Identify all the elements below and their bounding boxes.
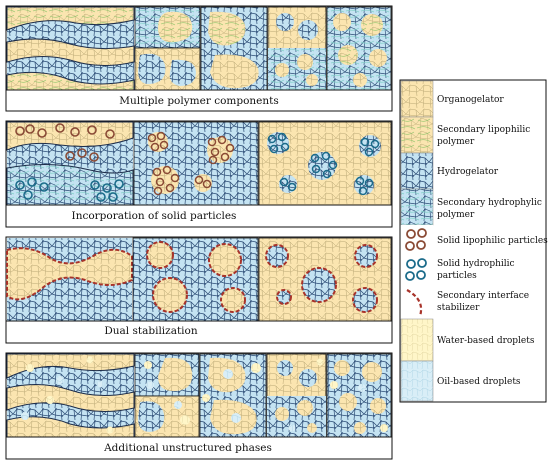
caption-multiple-polymer: Multiple polymer components [119,95,279,107]
legend-label: Secondary hydrophylic [437,198,542,208]
caption-dual-stabilization: Dual stabilization [104,325,197,337]
legend-item-solid-lipophilic: Solid lipophilic particles [401,225,548,255]
legend-item-organogelator: Organogelator [400,80,504,118]
caption-unstructured-phases: Additional unstructured phases [103,442,272,454]
svg-text:Secondary interface: Secondary interface [437,291,529,301]
legend-label: Secondary interface [437,291,529,301]
legend-label: Solid hydrophilic [437,259,515,269]
solid-lipophilic-particles-icon [405,228,427,251]
legend-label: Secondary lipophilic [437,125,530,135]
row2-cell-lipophilic [133,121,259,206]
panel-unstructured-phases: Additional unstructured phases [5,352,393,460]
svg-text:Oil-based droplets: Oil-based droplets [437,377,521,387]
row3-cell-water-droplets [258,237,392,322]
legend-label: polymer [437,137,475,147]
svg-text:Hydrogelator: Hydrogelator [437,167,499,177]
svg-text:Solid lipophilic particles: Solid lipophilic particles [437,236,548,246]
legend-item-solid-hydrophilic: Solid hydrophilic particles [401,255,515,285]
interface-stabilizer-icon [406,289,423,317]
legend-item-hydrogelator: Hydrogelator [400,152,499,190]
row1-cell-blobs [200,6,268,91]
legend-item-interface-stabilizer: Secondary interface stabilizer [401,285,529,319]
row3-cell-oil-droplets [132,237,259,322]
row4-cell-mixed [326,353,392,438]
legend-label: polymer [437,210,475,220]
solid-hydrophilic-particles-icon [405,258,427,281]
row4-cell-split [134,353,200,438]
legend-label: particles [437,271,477,281]
panel-multiple-polymer: Multiple polymer components [5,5,393,112]
svg-text:Water-based droplets: Water-based droplets [437,336,535,346]
legend-item-oil-droplets: Oil-based droplets [400,360,521,402]
legend-label: Solid lipophilic particles [437,236,548,246]
row4-cell-droplets [266,353,327,438]
legend-label: Oil-based droplets [437,377,521,387]
row4-cell-layered [6,353,135,438]
legend-item-water-droplets: Water-based droplets [400,318,535,362]
row4-cell-blobs [199,353,267,438]
legend: Organogelator Secondary lipophilic polym… [399,79,548,403]
row1-cell-layered [6,6,135,91]
legend-label: stabilizer [437,303,480,313]
row1-cell-mixed [326,6,392,91]
caption-solid-particles: Incorporation of solid particles [72,210,237,222]
svg-text:Organogelator: Organogelator [437,95,504,105]
row2-cell-layered [6,121,134,206]
svg-text:stabilizer: stabilizer [437,303,480,313]
legend-label: Organogelator [437,95,504,105]
row1-cell-split [134,6,201,91]
svg-text:Secondary lipophilic: Secondary lipophilic [437,125,530,135]
legend-label: Water-based droplets [437,336,535,346]
legend-item-secondary-hydrophylic: Secondary hydrophylic polymer [400,188,542,226]
row1-cell-droplets [267,6,327,91]
panel-solid-particles: Incorporation of solid particles [5,120,393,228]
svg-text:polymer: polymer [437,210,475,220]
legend-label: Hydrogelator [437,167,499,177]
row2-cell-hydrophilic [258,121,392,206]
legend-item-secondary-lipophilic: Secondary lipophilic polymer [400,116,530,154]
panel-dual-stabilization: Dual stabilization [5,236,393,344]
svg-text:particles: particles [437,271,477,281]
svg-text:polymer: polymer [437,137,475,147]
row3-cell-layered [6,238,133,321]
svg-text:Solid hydrophilic: Solid hydrophilic [437,259,515,269]
svg-text:Secondary hydrophylic: Secondary hydrophylic [437,198,542,208]
